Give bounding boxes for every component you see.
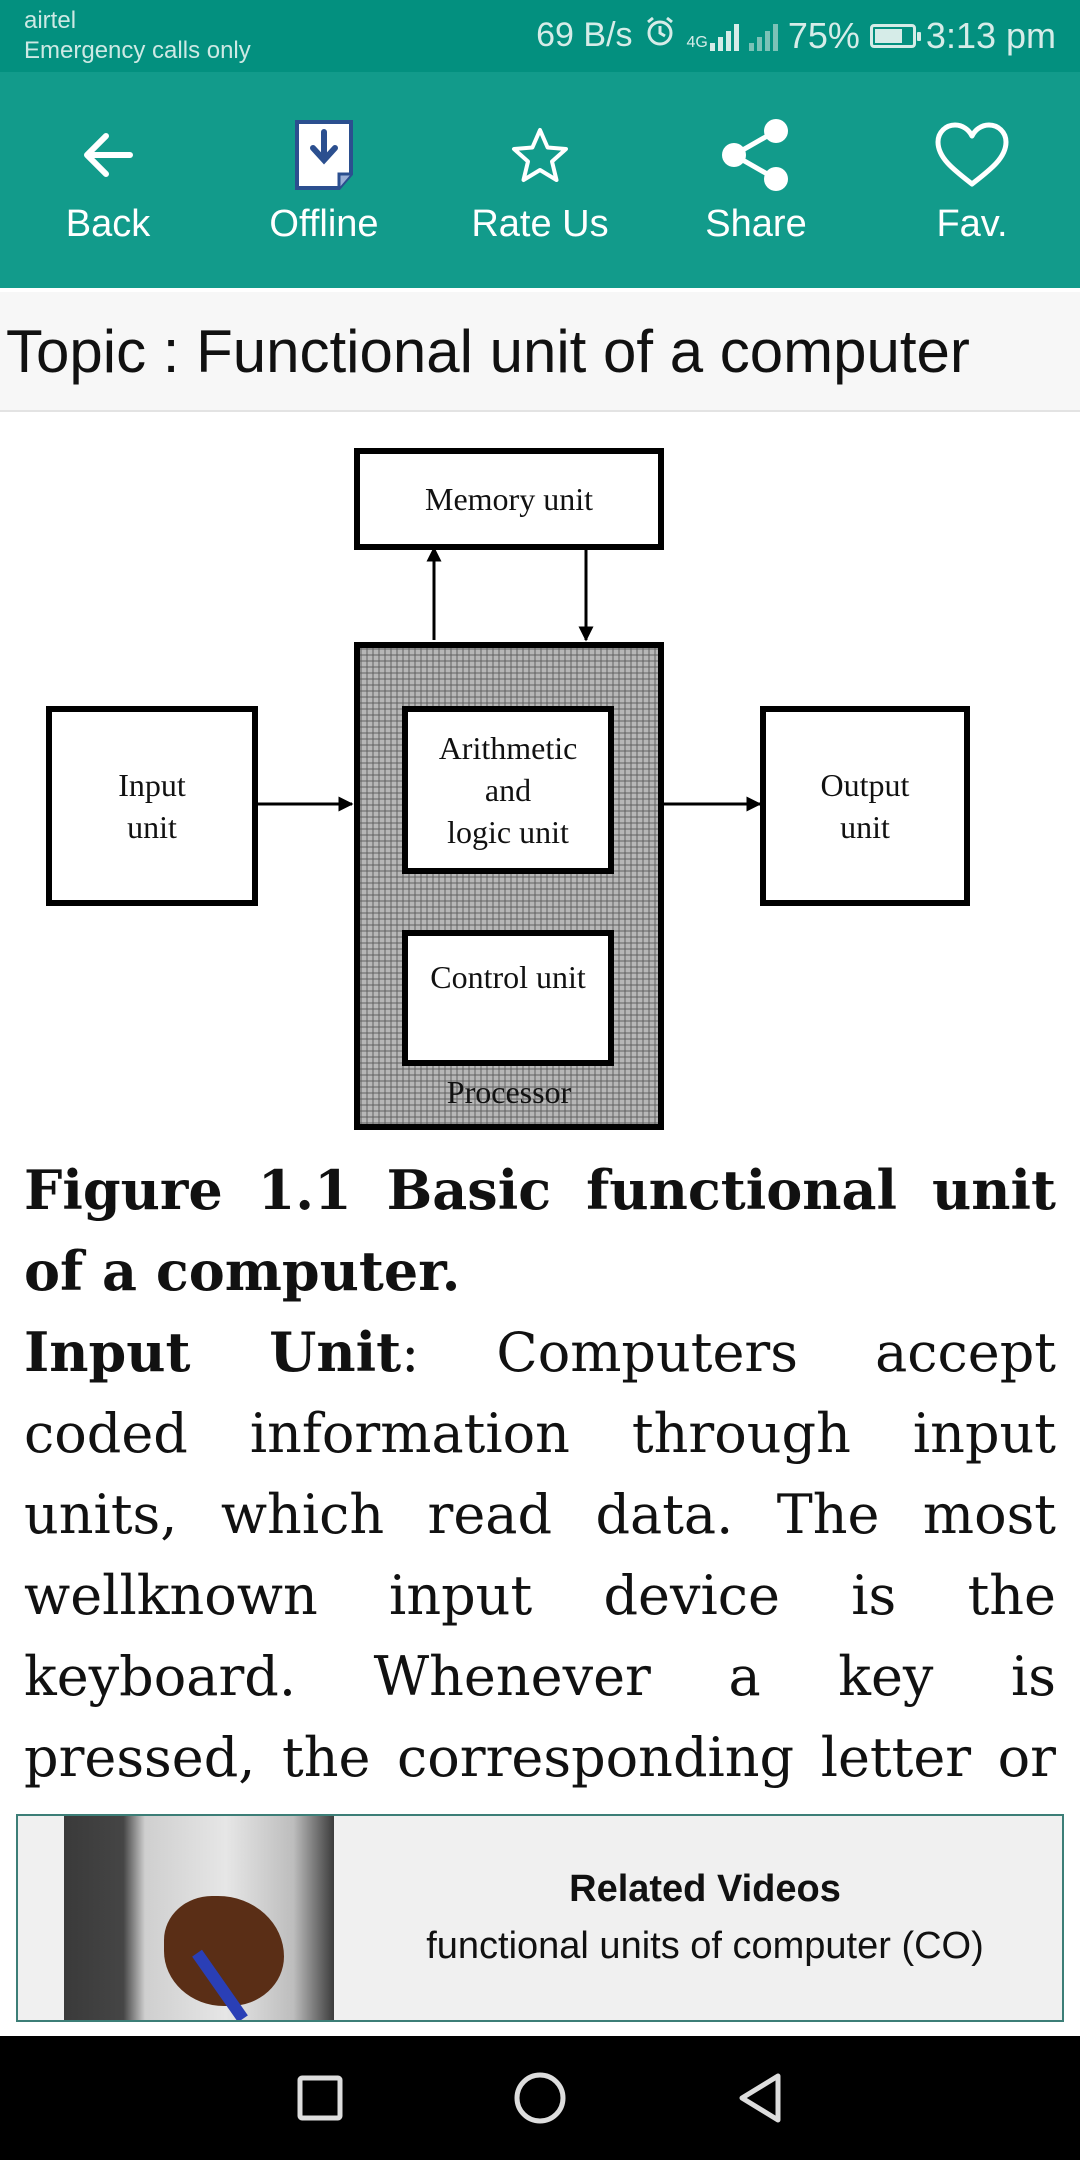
fav-label: Fav. xyxy=(936,202,1008,245)
alu-box: Arithmetic and logic unit xyxy=(402,706,614,874)
output-unit-box: Output unit xyxy=(760,706,970,906)
download-file-icon xyxy=(293,115,355,195)
related-video-title: functional units of computer (CO) xyxy=(426,1925,984,1967)
carrier-name: airtel xyxy=(24,7,77,34)
video-thumbnail xyxy=(64,1816,334,2020)
input-unit-label: Input unit xyxy=(118,764,186,848)
related-videos-title: Related Videos xyxy=(569,1868,841,1910)
network-type: 4G xyxy=(686,33,708,51)
control-unit-box: Control unit xyxy=(402,930,614,1066)
input-unit-line1: Input xyxy=(118,767,186,803)
topic-title: Topic : Functional unit of a computer xyxy=(6,317,970,385)
processor-label: Processor xyxy=(446,1074,572,1110)
rate-us-label: Rate Us xyxy=(471,202,609,245)
home-button[interactable] xyxy=(510,2068,570,2128)
triangle-back-icon xyxy=(739,2073,781,2123)
battery-icon xyxy=(869,23,921,48)
diagram-arrows xyxy=(256,546,762,812)
network-speed: 69 B/s xyxy=(536,16,633,54)
toolbar: Back Offline Rate Us Share Fav. xyxy=(0,72,1080,288)
offline-button[interactable]: Offline xyxy=(216,72,432,288)
status-indicators: 69 B/s 4G 75% 3:13 pm xyxy=(536,14,1056,57)
output-unit-line1: Output xyxy=(820,767,910,803)
input-unit-box: Input unit xyxy=(46,706,258,906)
memory-unit-box: Memory unit xyxy=(354,448,664,550)
alu-line3: logic unit xyxy=(447,814,569,850)
alarm-icon xyxy=(643,14,677,57)
functional-unit-diagram: Memory unit Input unit Arithmetic and lo… xyxy=(0,430,1080,1140)
carrier-info: airtel Emergency calls only xyxy=(24,6,251,66)
signal-icon: 4G xyxy=(687,21,739,51)
topic-header: Topic : Functional unit of a computer xyxy=(0,292,1080,412)
signal-sim2-icon xyxy=(748,21,778,51)
back-nav-button[interactable] xyxy=(730,2068,790,2128)
related-videos-card[interactable]: Related Videos functional units of compu… xyxy=(16,1814,1064,2022)
rate-us-button[interactable]: Rate Us xyxy=(432,72,648,288)
alu-line1: Arithmetic xyxy=(438,730,578,766)
alu-label: Arithmetic and logic unit xyxy=(439,727,578,853)
navigation-bar xyxy=(0,2036,1080,2160)
clock: 3:13 pm xyxy=(925,14,1056,56)
offline-label: Offline xyxy=(269,202,379,245)
control-unit-label: Control unit xyxy=(430,959,586,995)
circle-icon xyxy=(514,2072,566,2124)
back-button[interactable]: Back xyxy=(0,72,216,288)
alu-line2: and xyxy=(484,772,532,808)
output-unit-line2: unit xyxy=(840,809,890,845)
square-icon xyxy=(297,2075,343,2121)
recents-button[interactable] xyxy=(290,2068,350,2128)
favourite-button[interactable]: Fav. xyxy=(864,72,1080,288)
heart-icon xyxy=(934,115,1010,195)
output-unit-label: Output unit xyxy=(821,764,910,848)
status-bar: airtel Emergency calls only 69 B/s 4G 75… xyxy=(0,0,1080,72)
star-icon xyxy=(510,115,570,195)
input-unit-line2: unit xyxy=(127,809,177,845)
related-videos-text: Related Videos functional units of compu… xyxy=(348,1816,1062,2020)
battery-percent: 75% xyxy=(787,14,860,56)
emergency-text: Emergency calls only xyxy=(24,37,251,64)
share-button[interactable]: Share xyxy=(648,72,864,288)
share-label: Share xyxy=(705,202,807,245)
arrow-left-icon xyxy=(80,115,136,195)
back-label: Back xyxy=(65,202,151,245)
share-icon xyxy=(718,115,794,195)
memory-unit-label: Memory unit xyxy=(425,481,593,517)
figure-caption: Figure 1.1 Basic functional unit of a co… xyxy=(24,1158,1056,1303)
input-unit-heading: Input Unit xyxy=(24,1320,402,1384)
